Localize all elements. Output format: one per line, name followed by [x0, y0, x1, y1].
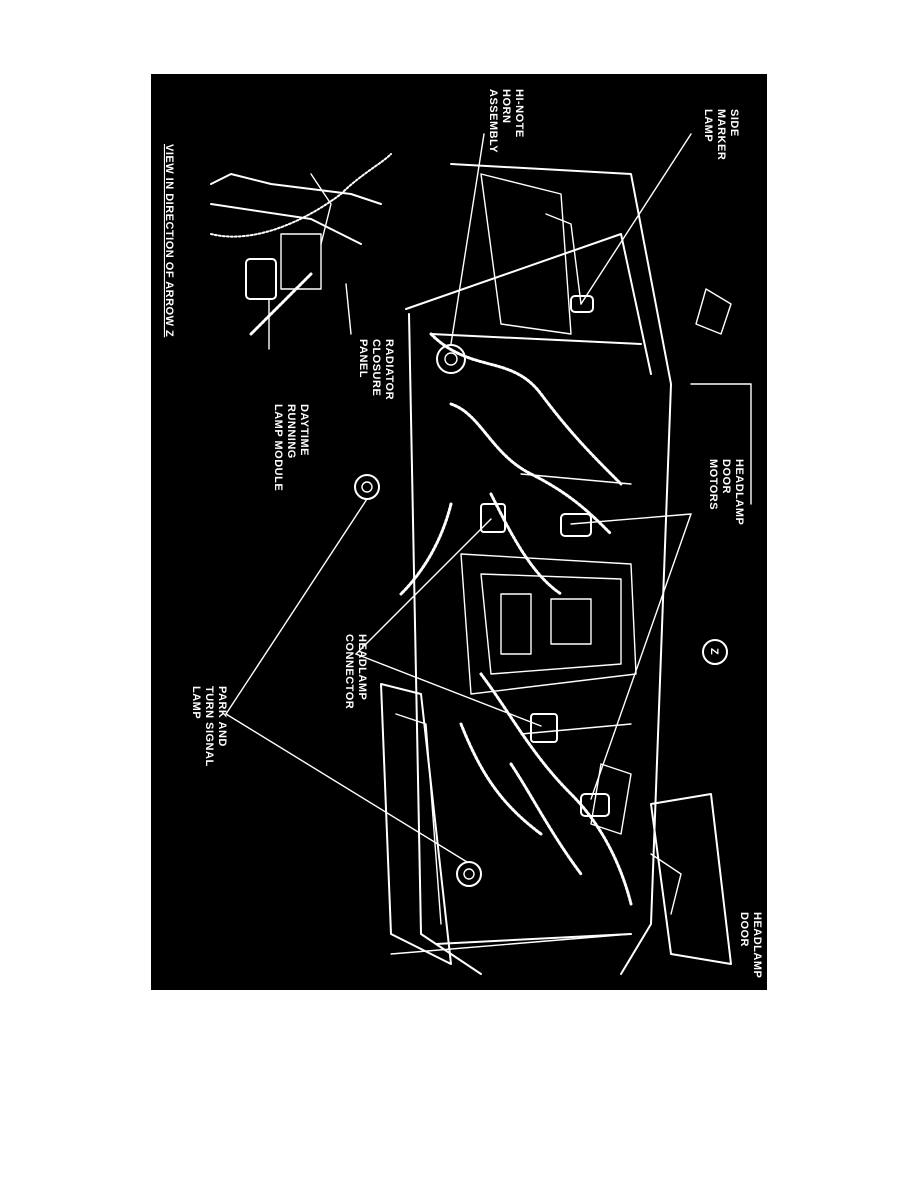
components	[210, 173, 728, 887]
leader-lines	[225, 133, 692, 955]
label-text: Z	[708, 648, 720, 655]
label-text: DAYTIME	[298, 404, 310, 456]
label-park-and-turn-signal-lamp: PARK AND TURN SIGNAL LAMP	[190, 686, 228, 767]
label-text: DOOR	[720, 459, 732, 494]
label-daytime-running-lamp-module: DAYTIME RUNNING LAMP MODULE	[272, 404, 310, 491]
label-text: LAMP	[190, 686, 202, 719]
headlamp-connector-right	[530, 713, 558, 743]
side-marker-lamp	[570, 295, 594, 313]
label-text: ASSEMBLY	[487, 89, 499, 153]
vehicle-body-outline	[380, 163, 752, 975]
label-hi-note-horn-assembly: HI-NOTE HORN ASSEMBLY	[487, 89, 525, 153]
label-text: CONNECTOR	[343, 634, 355, 709]
label-headlamp-door-motors: HEADLAMP DOOR MOTORS	[707, 459, 745, 525]
label-headlamp-door: HEADLAMP DOOR	[738, 912, 763, 978]
label-arrow-z: Z	[708, 648, 720, 655]
label-text: HEADLAMP	[751, 912, 763, 978]
arrow-z-marker	[702, 639, 728, 665]
label-headlamp-connector: HEADLAMP CONNECTOR	[343, 634, 368, 709]
label-text: PARK AND	[216, 686, 228, 747]
front-end-wiring-diagram: SIDE MARKER LAMP HI-NOTE HORN ASSEMBLY V…	[163, 89, 763, 978]
hi-note-horn	[436, 344, 466, 374]
label-text: LAMP	[702, 109, 714, 142]
park-turn-signal-lamp-lower	[456, 861, 482, 887]
wiring-harness	[210, 153, 633, 906]
headlamp-connector-left	[480, 503, 506, 533]
label-text: HEADLAMP	[356, 634, 368, 700]
headlamp-door-motor-left	[560, 513, 592, 537]
label-text: LAMP MODULE	[272, 404, 284, 491]
label-text: HI-NOTE	[513, 89, 525, 138]
headlamp-door-motor-right	[580, 793, 610, 817]
label-text: PANEL	[357, 339, 369, 378]
wiring-diagram-panel: SIDE MARKER LAMP HI-NOTE HORN ASSEMBLY V…	[151, 74, 767, 990]
label-text: TURN SIGNAL	[203, 686, 215, 767]
label-text: SIDE	[728, 109, 740, 137]
label-text: DOOR	[738, 912, 750, 947]
label-text: HORN	[500, 89, 512, 123]
daytime-running-lamp-module	[245, 258, 277, 300]
label-text: RUNNING	[285, 404, 297, 459]
label-text: RADIATOR	[383, 339, 395, 400]
label-text: CLOSURE	[370, 339, 382, 396]
label-text: MARKER	[715, 109, 727, 160]
label-radiator-closure-panel: RADIATOR CLOSURE PANEL	[357, 339, 395, 400]
label-side-marker-lamp: SIDE MARKER LAMP	[702, 109, 740, 160]
label-view-in-direction: VIEW IN DIRECTION OF ARROW Z	[163, 144, 175, 337]
label-text: HEADLAMP	[733, 459, 745, 525]
label-text: MOTORS	[707, 459, 719, 510]
park-turn-signal-lamp-upper	[354, 474, 380, 500]
label-text: VIEW IN DIRECTION OF ARROW Z	[163, 144, 175, 337]
